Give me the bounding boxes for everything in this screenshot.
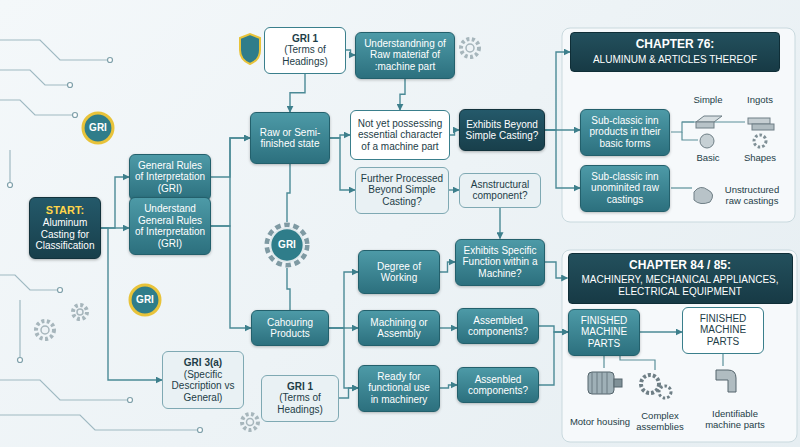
connector-arrow: [329, 272, 358, 328]
node-text: GRI 3(a): [184, 357, 222, 369]
node-text: General Rules of Interpretation (GRI): [134, 160, 206, 195]
node-text: CHAPTER 84 / 85:: [629, 259, 731, 273]
gri-badge: GRI: [81, 111, 115, 145]
node-text: Ready for functional use in machinery: [363, 371, 435, 406]
node-text: FINISHED MACHINE PARTS: [687, 313, 759, 348]
node-text: Assenbled components?: [462, 374, 534, 397]
node-text: GRI 1: [292, 33, 318, 45]
node-text: Degree of Working: [363, 261, 435, 284]
connector-arrow: [545, 130, 580, 188]
connector-arrow: [339, 388, 358, 398]
process-box: FINISHED MACHINE PARTS: [682, 307, 764, 354]
chapter-panel: [562, 28, 795, 222]
node-text: GRI: [278, 239, 296, 251]
item-label: Simple: [688, 95, 728, 106]
connector-arrow: [539, 332, 568, 385]
connector-arrow: [211, 226, 251, 328]
node-text: MACHINERY, MECHANICAL APPLIANCES, ELECTR…: [573, 274, 788, 297]
node-text: Assembled components?: [462, 315, 534, 338]
connector-arrow: [640, 331, 682, 332]
node-text: FINISHED MACHINE PARTS: [573, 315, 635, 350]
node-text: Sub-classic inn products in their basic …: [585, 115, 665, 150]
connector-arrow: [449, 189, 459, 190]
node-text: Raw or Semi-finished state: [255, 127, 325, 150]
node-text: Further Processed Beyond Simple Casting?: [360, 173, 444, 208]
process-box: Degree of Working: [358, 250, 440, 294]
process-box: Ready for functional use in machinery: [358, 365, 440, 412]
connector-arrow: [450, 130, 459, 135]
connector-arrow: [101, 177, 129, 228]
process-box: Asnstructural component?: [459, 173, 541, 208]
gear-icons: [36, 39, 479, 430]
process-box: GRI 1(Terms of Headings): [261, 375, 339, 422]
node-text: START:: [46, 204, 84, 217]
node-text: Cahouring Products: [256, 317, 324, 340]
process-box: GRI 3(a)(Specific Description vs General…: [162, 351, 244, 409]
item-label: Complex assemblies: [629, 411, 691, 433]
connector-arrow: [545, 262, 568, 278]
process-box: FINISHED MACHINE PARTS: [568, 309, 640, 356]
connector-arrow: [346, 50, 355, 55]
item-label: Unstructured raw castings: [717, 185, 787, 207]
chapter-header: CHAPTER 84 / 85:MACHINERY, MECHANICAL AP…: [568, 253, 793, 304]
node-text: Sub-classic inn unominited raw castings: [585, 171, 665, 206]
connector-arrow: [440, 327, 457, 328]
node-text: Asnstructural component?: [464, 179, 536, 202]
process-box: Raw or Semi-finished state: [250, 112, 330, 164]
process-box: Further Processed Beyond Simple Casting?: [355, 167, 449, 214]
chapter-panel: [562, 250, 797, 442]
process-box: Assembled components?: [457, 308, 539, 344]
node-text: (Specific Description vs General): [167, 369, 239, 404]
item-label: Identifiable machine parts: [695, 409, 775, 431]
node-text: GRI 1: [287, 381, 313, 393]
connector-arrow: [440, 262, 455, 272]
node-text: CHAPTER 76:: [636, 38, 715, 52]
node-text: Aluminum Casting for Classification: [34, 217, 96, 252]
process-box: Understand General Rules of Interpretati…: [129, 197, 211, 255]
node-text: Machining or Assembly: [363, 317, 435, 340]
process-box: Machining or Assembly: [358, 310, 440, 346]
connector-arrow: [290, 74, 305, 113]
shield-icon: [240, 34, 260, 64]
machine-part-icons: [588, 370, 736, 398]
process-box: GRI 1(Terms of Headings): [264, 27, 346, 74]
item-label: Shapes: [740, 153, 780, 164]
connector-arrow: [539, 326, 568, 332]
connector-arrow: [499, 208, 500, 239]
connector-arrow: [211, 138, 250, 226]
connector-arrow: [440, 385, 457, 388]
node-text: Understandning of Raw materiaf of :machi…: [360, 38, 450, 73]
connector-arrow: [287, 268, 290, 310]
gri-badge: GRI: [264, 222, 310, 268]
process-box: General Rules of Interpretation (GRI): [129, 154, 211, 201]
connector-arrow: [287, 164, 290, 222]
connector-arrow: [400, 79, 405, 111]
item-label: Ingots: [740, 95, 780, 106]
node-text: (Terms of Headings): [269, 44, 341, 67]
item-label: Motor housing: [569, 417, 631, 428]
node-text: Understand General Rules of Interpretati…: [134, 203, 206, 249]
chapter-header: CHAPTER 76: ALUMINUM & ARTICLES THEREOF: [570, 32, 780, 72]
process-box: START:Aluminum Casting for Classificatio…: [29, 197, 101, 259]
node-text: Not yet possessing essential character o…: [355, 118, 445, 153]
item-label: Basic: [688, 153, 728, 164]
node-text: Exhibits Specific Function within a Mach…: [460, 245, 540, 280]
process-box: Sub-classic inn unominited raw castings: [580, 165, 670, 212]
process-box: Assenbled components?: [457, 367, 539, 403]
node-text: ALUMINUM & ARTICLES THEREOF: [593, 54, 757, 66]
process-box: Not yet possessing essential character o…: [350, 110, 450, 160]
node-text: Exhibits Beyond Simple Casting?: [464, 119, 540, 142]
process-box: Exhibits Specific Function within a Mach…: [455, 239, 545, 286]
connector-arrow: [545, 52, 570, 130]
node-text: GRI: [89, 122, 107, 134]
gear-hubs: [41, 44, 474, 426]
node-text: GRI: [136, 294, 154, 306]
node-text: (Terms of Headings): [266, 392, 334, 415]
process-box: Exhibits Beyond Simple Casting?: [459, 109, 545, 151]
process-box: Cahouring Products: [251, 310, 329, 346]
process-box: Understandning of Raw materiaf of :machi…: [355, 32, 455, 79]
process-box: Sub-classic inn products in their basic …: [580, 109, 670, 156]
gri-badge: GRI: [128, 283, 162, 317]
